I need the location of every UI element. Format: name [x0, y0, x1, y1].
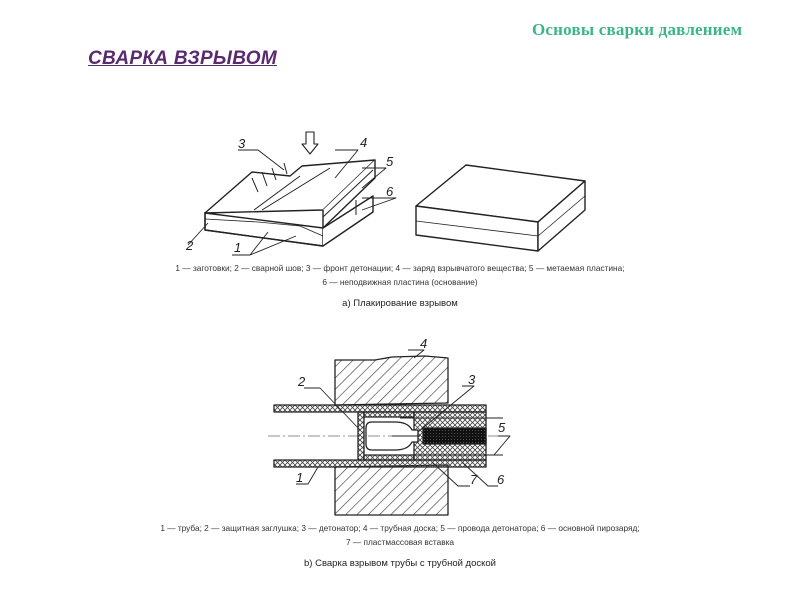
tube-welding-diagram — [268, 349, 511, 516]
slide-title: СВАРКА ВЗРЫВОМ — [88, 48, 277, 69]
figure-b-caption: b) Сварка взрывом трубы с трубной доской — [304, 558, 496, 569]
label-5: 5 — [386, 154, 394, 169]
label-b-6: 6 — [497, 472, 505, 487]
label-3: 3 — [238, 136, 246, 151]
label-6: 6 — [386, 184, 394, 199]
label-b-1: 1 — [296, 470, 303, 485]
label-4: 4 — [360, 135, 367, 150]
label-2: 2 — [185, 238, 194, 253]
figure-b-legend-line2: 7 — пластмассовая вставка — [345, 537, 455, 547]
label-b-2: 2 — [297, 374, 306, 389]
section-header-title: Основы сварки давлением — [532, 20, 743, 39]
cladding-plates-after — [415, 164, 586, 252]
figure-a-legend-line2: 6 — неподвижная пластина (основание) — [322, 277, 478, 287]
figure-b-legend-line1: 1 — труба; 2 — защитная заглушка; 3 — де… — [160, 523, 640, 533]
figure-a-legend-line1: 1 — заготовки; 2 — сварной шов; 3 — фрон… — [175, 263, 625, 273]
figure-a-caption: a) Плакирование взрывом — [342, 298, 458, 309]
label-1: 1 — [234, 240, 241, 255]
label-b-4: 4 — [420, 336, 427, 351]
cladding-plates-before — [187, 131, 397, 256]
label-b-5: 5 — [498, 420, 506, 435]
label-b-3: 3 — [468, 372, 476, 387]
label-b-7: 7 — [470, 472, 478, 487]
